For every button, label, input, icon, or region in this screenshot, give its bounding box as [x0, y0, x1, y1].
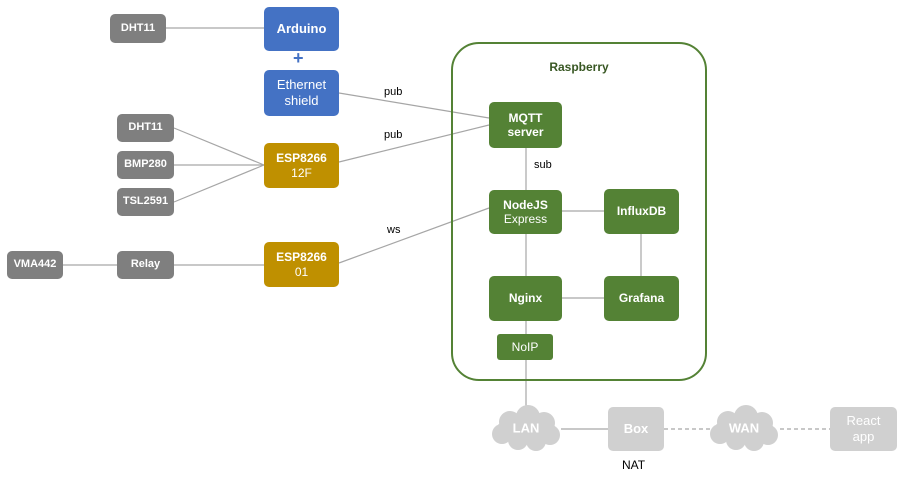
nodejs-sub: Express	[503, 212, 548, 226]
wan-label: WAN	[728, 420, 760, 436]
react-app-label: React app	[846, 413, 881, 444]
edge-label-sub: sub	[534, 159, 552, 171]
edge-label-ws: ws	[387, 224, 401, 236]
cloud-icon	[492, 405, 560, 451]
box: Box	[608, 407, 664, 451]
noip: NoIP	[497, 334, 553, 360]
sensor-dht11-top: DHT11	[110, 14, 166, 43]
link-dht11-esp12f	[173, 127, 265, 166]
edge-label-pub-ethernet: pub	[384, 86, 403, 98]
sensor-vma442: VMA442	[7, 251, 63, 279]
grafana-label: Grafana	[618, 291, 665, 306]
mqtt-server-label: MQTT server	[507, 110, 544, 139]
grafana: Grafana	[604, 276, 679, 321]
esp8266-01-name: ESP8266	[276, 250, 327, 265]
nodejs-express: NodeJS Express	[489, 190, 562, 234]
arduino-label: Arduino	[276, 21, 327, 37]
wan-cloud: WAN	[706, 404, 782, 452]
nodejs-name: NodeJS	[503, 197, 548, 212]
nginx: Nginx	[489, 276, 562, 321]
relay: Relay	[117, 251, 174, 279]
mqtt-server: MQTT server	[489, 102, 562, 148]
link-esp12f-mqtt	[338, 124, 490, 163]
react-app: React app	[830, 407, 897, 451]
sensor-bmp280: BMP280	[117, 151, 174, 179]
influxdb: InfluxDB	[604, 189, 679, 234]
link-tsl2591-esp12f	[173, 164, 265, 203]
sensor-dht11: DHT11	[117, 114, 174, 142]
ethernet-shield-label: Ethernet shield	[276, 77, 327, 108]
plus-icon: +	[293, 48, 304, 68]
nat-label: NAT	[622, 458, 646, 472]
esp8266-12f-sub: 12F	[291, 165, 312, 180]
arduino-board: Arduino	[264, 7, 339, 51]
lan-label: LAN	[512, 420, 540, 436]
edge-label-pub-esp: pub	[384, 129, 403, 141]
box-label: Box	[623, 421, 649, 437]
raspberry-container: Raspberry	[451, 42, 707, 381]
esp8266-01-sub: 01	[294, 264, 309, 279]
esp8266-12f-name: ESP8266	[276, 151, 327, 166]
link-esp01-nodejs	[338, 207, 490, 264]
influxdb-label: InfluxDB	[616, 204, 667, 219]
nginx-label: Nginx	[508, 291, 543, 306]
lan-cloud: LAN	[488, 404, 564, 452]
sensor-tsl2591: TSL2591	[117, 188, 174, 216]
cloud-icon	[710, 405, 778, 451]
noip-label: NoIP	[511, 339, 539, 354]
esp8266-01: ESP8266 01	[264, 242, 339, 287]
link-ethernet-mqtt	[338, 92, 490, 119]
raspberry-title: Raspberry	[549, 60, 609, 74]
esp8266-12f: ESP8266 12F	[264, 143, 339, 188]
ethernet-shield: Ethernet shield	[264, 70, 339, 116]
